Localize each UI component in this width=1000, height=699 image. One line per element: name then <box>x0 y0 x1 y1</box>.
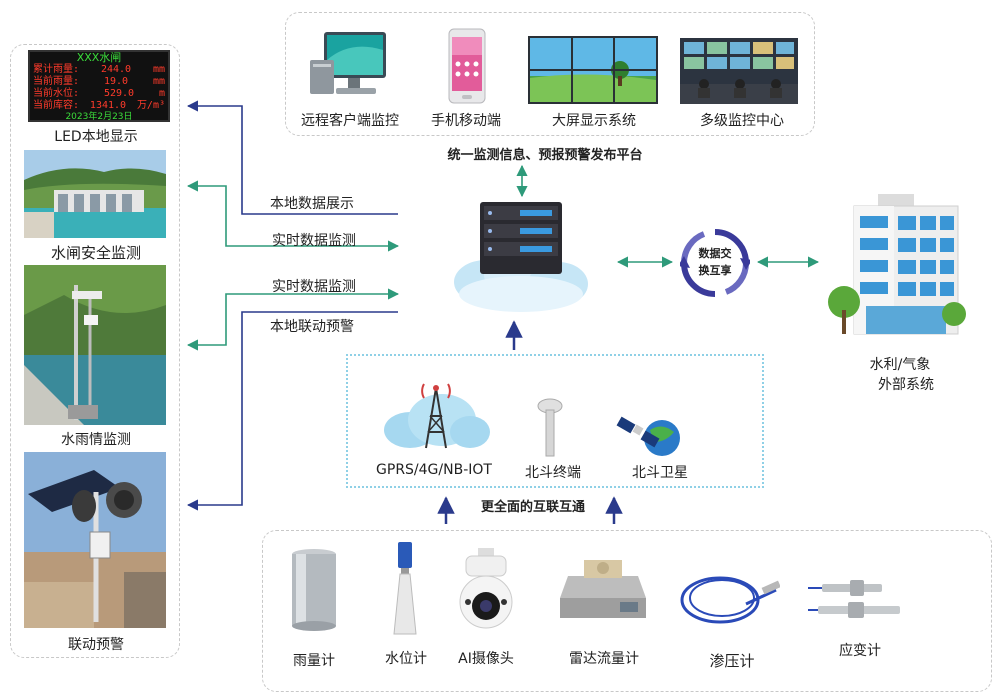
led-row-name: 累计雨量: <box>33 64 80 75</box>
flow-label-3: 实时数据监测 <box>272 279 356 295</box>
water-level-meter-icon <box>392 542 418 636</box>
left-item-label-3: 水雨情监测 <box>61 432 131 448</box>
led-row-unit: mm <box>152 76 165 87</box>
led-row: 累计雨量: 244.0 mm <box>33 64 165 76</box>
sensors-panel <box>262 530 992 692</box>
cell-tower-icon <box>380 376 490 452</box>
platform-item-label-1: 远程客户端监控 <box>301 113 399 129</box>
piezometer-icon <box>676 568 780 634</box>
network-title: 更全面的互联互通 <box>480 500 586 515</box>
led-row: 当前库容: 1341.0 万/m³ <box>33 100 165 112</box>
rain-gauge-icon <box>290 548 338 634</box>
office-building-icon <box>826 190 966 336</box>
led-row-value: 244.0 <box>100 64 132 75</box>
platform-panel <box>285 12 815 136</box>
left-item-label-4: 联动预警 <box>68 637 124 653</box>
sensor-label-2: 水位计 <box>385 651 427 667</box>
platform-item-label-2: 手机移动端 <box>431 113 501 129</box>
left-panel <box>10 44 180 658</box>
led-row-value: 1341.0 <box>89 100 127 111</box>
left-item-label-2: 水闸安全监测 <box>50 244 142 262</box>
satellite-icon <box>614 412 686 458</box>
mobile-phone-icon <box>448 28 486 104</box>
sensor-label-3: AI摄像头 <box>458 651 514 667</box>
ai-camera-icon <box>456 548 516 630</box>
sensor-label-6: 应变计 <box>839 643 881 659</box>
flow-label-4: 本地联动预警 <box>270 319 354 335</box>
cloud-server-icon <box>446 196 596 318</box>
platform-title: 统一监测信息、预报预警发布平台 <box>447 148 643 163</box>
sensor-label-4: 雷达流量计 <box>569 651 639 667</box>
led-date: 2023年2月23日 <box>65 112 133 122</box>
radar-flowmeter-icon <box>560 558 646 622</box>
platform-item-label-4: 多级监控中心 <box>700 113 784 129</box>
flow-label-1: 本地数据展示 <box>270 196 354 212</box>
left-item-label-1: LED本地显示 <box>54 129 138 145</box>
desktop-monitor-icon <box>310 30 390 102</box>
network-item-label-2: 北斗终端 <box>525 465 581 481</box>
led-title: XXX水闸 <box>76 51 122 64</box>
led-display: XXX水闸 累计雨量: 244.0 mm 当前雨量: 19.0 mm 当前水位: 529.… <box>28 50 170 122</box>
led-row-unit: m <box>158 88 165 99</box>
data-exchange-icon <box>680 228 750 298</box>
video-wall-icon <box>528 36 658 104</box>
led-row-unit: 万/m³ <box>136 100 165 111</box>
led-row-value: 19.0 <box>103 76 129 87</box>
led-row-name: 当前雨量: <box>33 76 80 87</box>
external-line-2: 外部系统 <box>878 377 934 393</box>
led-row-name: 当前库容: <box>33 100 80 111</box>
led-row: 当前水位: 529.0 m <box>33 88 165 100</box>
beidou-antenna-icon <box>536 398 564 458</box>
led-row-unit: mm <box>152 64 165 75</box>
led-row-value: 529.0 <box>103 88 135 99</box>
network-item-label-3: 北斗卫星 <box>632 465 688 481</box>
exchange-line-2: 换互享 <box>698 264 732 277</box>
led-row-name: 当前水位: <box>33 88 80 99</box>
rain-station-photo <box>24 265 166 425</box>
platform-item-label-3: 大屏显示系统 <box>552 113 636 129</box>
sensor-label-1: 雨量计 <box>293 653 335 669</box>
network-item-label-1: GPRS/4G/NB-IOT <box>376 462 492 478</box>
external-line-1: 水利/气象 <box>869 357 931 373</box>
sluice-photo <box>24 150 166 238</box>
strain-gauge-icon <box>808 578 908 624</box>
network-panel <box>346 354 764 488</box>
control-room-icon <box>680 38 798 104</box>
sensor-label-5: 渗压计 <box>709 652 755 670</box>
alarm-station-photo <box>24 452 166 628</box>
flow-label-2: 实时数据监测 <box>272 233 356 249</box>
led-row: 当前雨量: 19.0 mm <box>33 76 165 88</box>
exchange-line-1: 数据交 <box>698 247 732 260</box>
